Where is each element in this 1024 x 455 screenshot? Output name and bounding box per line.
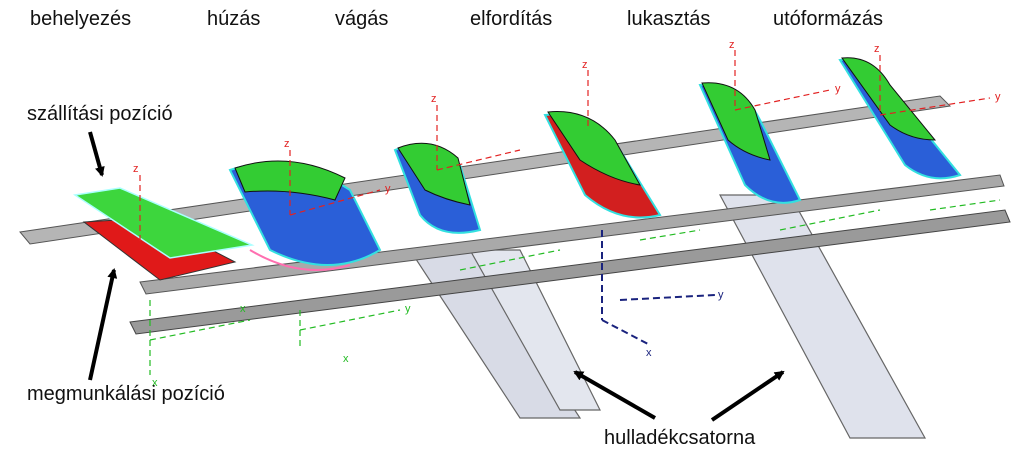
axis-y-label: y <box>385 183 391 195</box>
axis-y-label: y <box>835 83 841 95</box>
machining-position-label: megmunkálási pozíció <box>27 383 225 405</box>
navy-axis-diagonal <box>601 319 651 346</box>
scrap-chute-middle <box>468 249 601 411</box>
position-plates <box>72 187 255 281</box>
axis-z-label: z <box>284 138 290 150</box>
stage-label-final-forming: utóformázás <box>773 8 884 30</box>
axis-y-label: y <box>718 289 724 301</box>
stage-label-insertion: behelyezés <box>30 8 132 30</box>
part-trimming-station <box>393 142 482 234</box>
axis-z-label: z <box>729 39 735 51</box>
axis-x-label: x <box>343 353 349 365</box>
middle-rail <box>139 174 1005 295</box>
stage-label-trimming: vágás <box>335 8 389 30</box>
axis-y-label: y <box>405 303 411 315</box>
part-drawing-station <box>228 160 382 271</box>
axis-x-label: x <box>646 347 652 359</box>
axis-z-label: z <box>431 93 437 105</box>
axis-x-label: x <box>152 377 158 389</box>
stage-label-drawing: húzás <box>207 8 261 30</box>
coordinate-axes: z z z z z z y y y x y x x y x <box>133 39 1001 389</box>
stage-label-piercing: lukasztás <box>627 8 711 30</box>
scrap-chute-label: hulladékcsatorna <box>604 427 756 449</box>
part-final-forming-station <box>838 57 962 180</box>
part-piercing-station <box>698 82 802 204</box>
callout-arrows <box>88 131 785 422</box>
transport-position-arrow <box>88 131 105 177</box>
navy-axis-horizontal <box>619 294 716 301</box>
scrap-chute-arrow-left <box>573 370 656 420</box>
front-rail <box>129 209 1011 335</box>
axis-z-label: z <box>874 43 880 55</box>
machining-position-arrow <box>88 268 118 381</box>
transport-position-label: szállítási pozíció <box>27 103 173 125</box>
axis-z-label: z <box>582 59 588 71</box>
axis-y-label: y <box>995 91 1001 103</box>
part-rotation-station <box>543 111 662 219</box>
axis-z-label: z <box>133 163 139 175</box>
axis-x-label: x <box>240 303 246 315</box>
stage-label-rotation: elfordítás <box>470 8 553 30</box>
stamped-parts <box>228 57 962 271</box>
scrap-chute-arrow-right <box>710 370 785 422</box>
transport-position-plate <box>72 187 255 259</box>
